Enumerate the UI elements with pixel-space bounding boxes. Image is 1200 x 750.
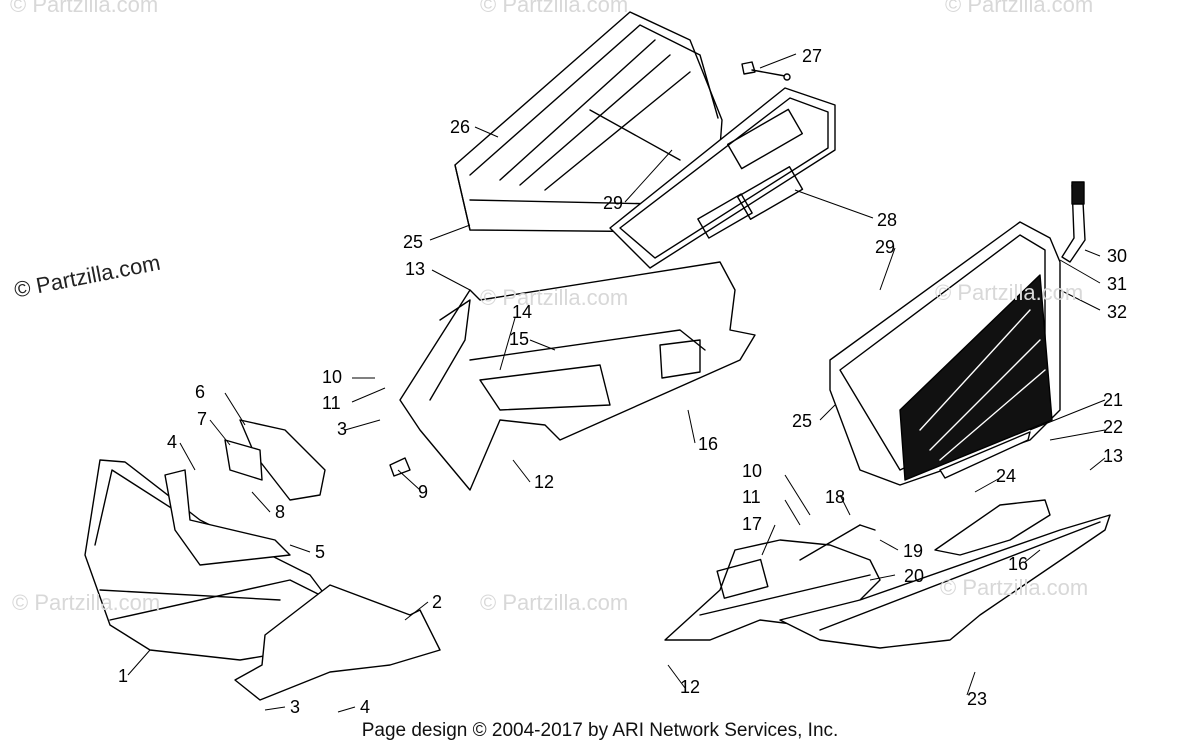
part-13-inner-panel: [399, 261, 756, 491]
callout-30: 30: [1107, 246, 1127, 266]
watermark: © Partzilla.com: [10, 0, 159, 17]
callout-3: 3: [290, 697, 300, 717]
callout-4: 4: [360, 697, 370, 717]
callout-25: 25: [403, 232, 423, 252]
callout-10: 10: [322, 367, 342, 387]
callout-18: 18: [825, 487, 845, 507]
leader-lines: [127, 53, 1106, 713]
callout-4: 4: [167, 432, 177, 452]
callout-2: 2: [432, 592, 442, 612]
watermark: © Partzilla.com: [940, 575, 1089, 600]
watermark: © Partzilla.com: [480, 285, 629, 310]
callout-29: 29: [603, 193, 623, 213]
part-9-clip: [389, 457, 411, 477]
callout-16: 16: [698, 434, 718, 454]
part-30-handle: [1061, 181, 1086, 263]
callout-11: 11: [322, 393, 341, 413]
callout-23: 23: [967, 689, 987, 709]
part-13-lower-skid: [779, 514, 1111, 649]
callout-24: 24: [996, 466, 1016, 486]
callout-29: 29: [875, 237, 895, 257]
watermark: © Partzilla.com: [480, 590, 629, 615]
callout-32: 32: [1107, 302, 1127, 322]
callout-26: 26: [450, 117, 470, 137]
callout-27: 27: [802, 46, 822, 66]
callout-13: 13: [1103, 446, 1123, 466]
callout-25: 25: [792, 411, 812, 431]
callout-7: 7: [197, 409, 207, 429]
callout-28: 28: [877, 210, 897, 230]
callout-8: 8: [275, 502, 285, 522]
part-6-deflector: [224, 419, 326, 501]
callout-labels: 1 2 3 3 4 4 5 6 7 8 9 10 10 11 11 12 12 …: [118, 46, 1127, 717]
callout-12: 12: [534, 472, 554, 492]
callout-16: 16: [1008, 554, 1028, 574]
callout-3: 3: [337, 419, 347, 439]
part-27-bolt: [741, 61, 791, 81]
watermark: © Partzilla.com: [935, 280, 1084, 305]
footer-credit: Page design © 2004-2017 by ARI Network S…: [361, 720, 839, 741]
callout-9: 9: [418, 482, 428, 502]
callout-10: 10: [742, 461, 762, 481]
part-2-belly-pan: [234, 584, 441, 701]
part-22-bracket-plate: [934, 499, 1051, 556]
callout-22: 22: [1103, 417, 1123, 437]
watermark: © Partzilla.com: [12, 590, 161, 615]
callout-20: 20: [904, 566, 924, 586]
part-5-bracket: [164, 469, 291, 566]
callout-6: 6: [195, 382, 205, 402]
part-28-grille-top: [609, 87, 836, 269]
callout-11: 11: [742, 487, 761, 507]
callout-31: 31: [1107, 274, 1127, 294]
callout-13: 13: [405, 259, 425, 279]
callout-15: 15: [509, 329, 529, 349]
callout-12: 12: [680, 677, 700, 697]
callout-19: 19: [903, 541, 923, 561]
watermark: © Partzilla.com: [945, 0, 1094, 17]
part-26-hood-cover: [454, 11, 723, 233]
part-21-strip: [939, 431, 1031, 479]
part-28-grille-right: [829, 221, 1061, 486]
callout-1: 1: [118, 666, 128, 686]
watermark: © Partzilla.com: [480, 0, 629, 17]
part-18-rod: [799, 524, 876, 561]
callout-5: 5: [315, 542, 325, 562]
callout-21: 21: [1103, 390, 1123, 410]
callout-17: 17: [742, 514, 762, 534]
callout-14: 14: [512, 302, 532, 322]
